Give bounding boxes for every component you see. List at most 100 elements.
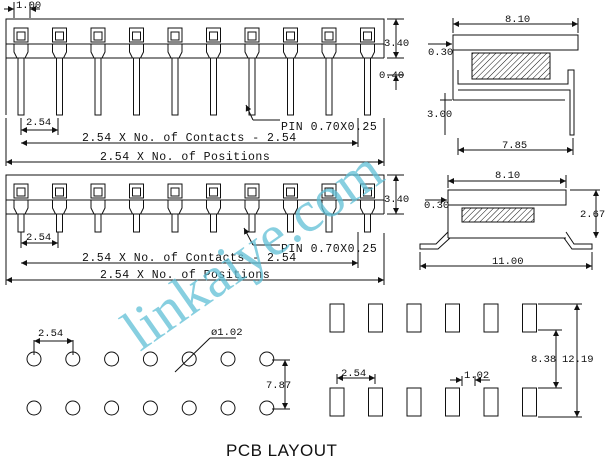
top-pin-socket <box>90 27 106 43</box>
smd-pin-contact <box>363 187 372 197</box>
pad-outer-label: 12.19 <box>562 354 594 366</box>
top-pin-contact <box>324 31 334 41</box>
pcb-hole-label: ø1.02 <box>211 327 243 339</box>
top-pin-socket <box>13 27 29 43</box>
smd-pin-lead <box>325 213 333 233</box>
smd-pin-socket <box>321 183 337 199</box>
smd-pin-contact <box>170 187 180 197</box>
pcb-hole <box>220 400 236 416</box>
top-pin-cell <box>13 44 29 59</box>
top-pin-lead <box>210 57 217 116</box>
pcb-hole <box>65 400 81 416</box>
top-pin-socket <box>283 27 298 43</box>
top-pin-lead <box>133 57 140 116</box>
side-standoff-label: 3.00 <box>427 109 452 121</box>
top-pin-contact <box>363 31 372 41</box>
top-pin-contact <box>55 31 64 41</box>
pcb-hole <box>259 351 275 367</box>
top-pin-socket <box>244 27 260 43</box>
top-pin-socket <box>206 27 221 43</box>
smd-view-dimensions <box>5 174 404 285</box>
top-pin-cell <box>90 44 106 59</box>
pcb-pad-pattern <box>329 303 537 417</box>
pcb-hole <box>142 351 158 367</box>
top-view-header <box>5 18 385 116</box>
top-pin-cell <box>129 44 144 59</box>
top-pin-contact <box>209 31 218 41</box>
side-cavity <box>471 52 551 80</box>
pcb-hole <box>104 351 120 367</box>
top-pin-contact <box>132 31 141 41</box>
top-pin-contact <box>247 31 257 41</box>
smd-pin-contact <box>247 187 257 197</box>
smd-side-offset-label: 0.30 <box>424 200 449 212</box>
pcb-pad <box>522 303 537 333</box>
pcb-pad <box>329 303 345 333</box>
smd-side-height-label: 2.67 <box>580 209 605 221</box>
top-pin-contact <box>93 31 103 41</box>
smd-pin-cell <box>90 200 106 215</box>
smd-pin-socket <box>206 183 221 199</box>
dim-top-pitch-bottom: 2.54 <box>26 117 51 129</box>
smd-pin-contact <box>209 187 218 197</box>
top-pin-lead <box>94 57 102 116</box>
pad-inner-label: 8.38 <box>531 354 556 366</box>
smd-pin-lead <box>364 213 371 233</box>
top-pin-socket <box>321 27 337 43</box>
smd-height-label: 3.40 <box>384 194 409 206</box>
pcb-hole <box>259 400 275 416</box>
smd-gull-lead-left <box>419 231 451 250</box>
smd-gull-lead-right <box>563 231 593 250</box>
pad-width-label: 1.02 <box>464 370 489 382</box>
smd-pin-cell <box>129 200 144 215</box>
smd-pin-lead <box>287 213 294 233</box>
smd-pin-lead <box>210 213 217 233</box>
smd-pin-cell <box>52 200 67 215</box>
smd-contacts-formula: 2.54 X No. of Contacts - 2.54 <box>82 252 297 265</box>
pcb-hole <box>104 400 120 416</box>
smd-side-cavity <box>461 207 535 223</box>
smd-pin-row <box>13 183 375 233</box>
side-width-label: 8.10 <box>505 14 530 26</box>
smd-pin-lead <box>248 213 256 233</box>
smd-pin-socket <box>360 183 375 199</box>
smd-pin-contact <box>55 187 64 197</box>
top-pin-contact <box>170 31 180 41</box>
pcb-layout-caption: PCB LAYOUT <box>226 441 337 459</box>
pcb-pad <box>406 387 422 417</box>
top-pin-lead <box>171 57 179 116</box>
top-pin-contact <box>16 31 26 41</box>
smd-view-header <box>5 174 385 233</box>
smd-side-body <box>447 189 567 206</box>
smd-pin-socket <box>90 183 106 199</box>
side-view-thru-dimensions <box>428 18 579 155</box>
smd-pin-cell <box>167 200 183 215</box>
side-view-smd-dimensions <box>419 175 600 270</box>
side-view-smd <box>419 189 593 250</box>
top-pin-lead <box>287 57 294 116</box>
top-pin-cell <box>360 44 375 59</box>
smd-side-width-label: 8.10 <box>495 170 520 182</box>
side-offset-label: 0.30 <box>428 47 453 59</box>
pcb-hole <box>181 351 197 367</box>
smd-side-span-label: 11.00 <box>492 256 524 268</box>
pcb-thru-dimensions <box>33 337 290 410</box>
top-pin-lead <box>325 57 333 116</box>
top-pin-label: PIN 0.70X0.25 <box>281 121 377 134</box>
pcb-pad <box>483 387 499 417</box>
smd-pin-cell <box>206 200 221 215</box>
pcb-row-label: 7.87 <box>266 380 291 392</box>
top-contacts-formula: 2.54 X No. of Contacts - 2.54 <box>82 132 297 145</box>
top-pin-cell <box>167 44 183 59</box>
smd-pin-contact <box>16 187 26 197</box>
top-pin-contact <box>286 31 295 41</box>
side-lead <box>457 69 575 136</box>
top-pin-socket <box>52 27 67 43</box>
pcb-hole-pattern <box>26 351 275 416</box>
top-pin-socket <box>167 27 183 43</box>
dim-top-height: 3.40 <box>384 38 409 50</box>
pcb-pad <box>445 387 460 417</box>
top-pin-lead <box>17 57 25 116</box>
top-pin-lead <box>248 57 256 116</box>
